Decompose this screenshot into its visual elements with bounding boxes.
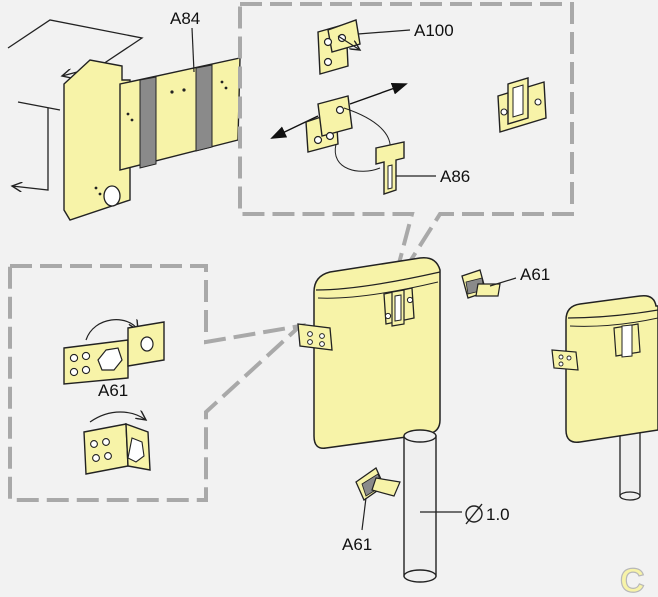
a84-label-sheet <box>7 19 241 221</box>
top-detail-callout <box>238 2 574 292</box>
label-a100: A100 <box>414 21 454 40</box>
diameter-symbol <box>465 503 483 525</box>
corner-badge: C <box>620 562 645 597</box>
label-diameter: 1.0 <box>486 505 510 524</box>
assembled-latch <box>497 77 547 133</box>
label-a61-detail: A61 <box>98 381 128 400</box>
a61-clip-bottom <box>355 467 401 531</box>
cistern-main <box>297 257 441 449</box>
a61-bracket-flat <box>63 320 165 385</box>
left-detail-callout <box>8 264 307 502</box>
a61-bracket-folded <box>83 412 151 475</box>
pipe <box>403 429 462 583</box>
a100-hinge <box>317 19 411 75</box>
cistern-assembled <box>551 294 658 501</box>
a61-clip-right <box>461 269 517 299</box>
a86-latch-clip <box>375 141 436 195</box>
label-a61-right: A61 <box>520 265 550 284</box>
label-a86: A86 <box>440 167 470 186</box>
hinge-exploded <box>270 83 408 172</box>
label-a61-bottom: A61 <box>342 535 372 554</box>
label-a84: A84 <box>170 9 200 28</box>
